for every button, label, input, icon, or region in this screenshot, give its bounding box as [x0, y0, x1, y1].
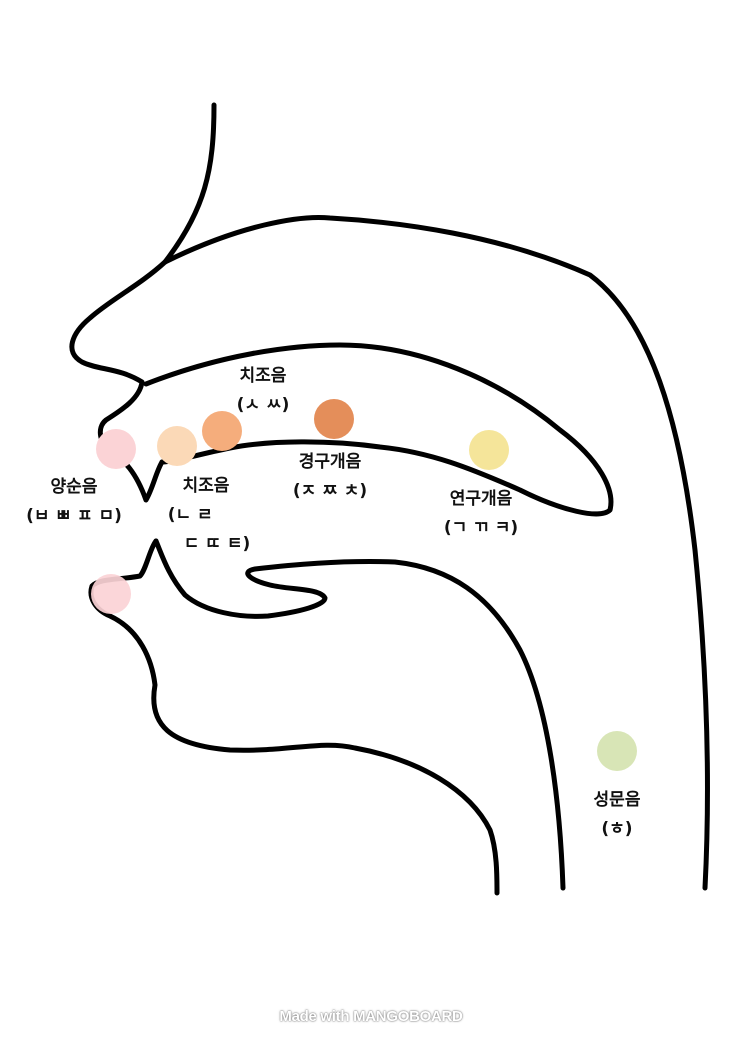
- velar-name: 연구개음: [449, 489, 513, 509]
- glottal-label: 성문음 (ㅎ): [594, 790, 641, 839]
- palatal-label: 경구개음 (ㅈ ㅉ ㅊ): [293, 452, 367, 501]
- bilabial-name: 양순음: [50, 477, 98, 497]
- glottal-dot: [597, 731, 637, 771]
- velar-chars: (ㄱ ㄲ ㅋ): [443, 518, 519, 538]
- alveolar-lower-chars-line2: ㄷ ㄸ ㅌ): [183, 534, 251, 554]
- alveolar-lower-chars-line1: (ㄴ ㄹ: [167, 505, 213, 525]
- palatal-name: 경구개음: [298, 452, 362, 472]
- alveolar-upper-label: 치조음 (ㅅ ㅆ): [237, 366, 290, 415]
- bilabial-label: 양순음 (ㅂ ㅃ ㅍ ㅁ): [26, 477, 122, 526]
- lower-lip-outline: [88, 538, 500, 896]
- bilabial-dot-upper: [96, 429, 136, 469]
- mangoboard-watermark: Made with MANGOBOARD: [279, 1008, 463, 1025]
- velar-label: 연구개음 (ㄱ ㄲ ㅋ): [444, 489, 518, 538]
- palate-outline: [162, 215, 711, 891]
- roof-of-mouth-outline: [143, 342, 614, 517]
- alveolar-lower-label: 치조음 (ㄴ ㄹ ㄷ ㄸ ㅌ): [162, 476, 251, 554]
- velar-dot: [469, 430, 509, 470]
- alveolar-lower-name: 치조음: [182, 476, 230, 496]
- bilabial-chars: (ㅂ ㅃ ㅍ ㅁ): [26, 506, 122, 526]
- palatal-chars: (ㅈ ㅉ ㅊ): [292, 481, 368, 501]
- palatal-dot: [314, 399, 354, 439]
- alveolar-upper-name: 치조음: [239, 366, 287, 386]
- bilabial-dot-lower: [91, 574, 131, 614]
- tongue-outline: [153, 538, 566, 891]
- alveolar-upper-chars: (ㅅ ㅆ): [236, 395, 290, 415]
- alveolar-dot-light: [157, 426, 197, 466]
- glottal-name: 성문음: [593, 790, 641, 810]
- alveolar-dot-orange: [202, 411, 242, 451]
- glottal-chars: (ㅎ): [601, 819, 633, 839]
